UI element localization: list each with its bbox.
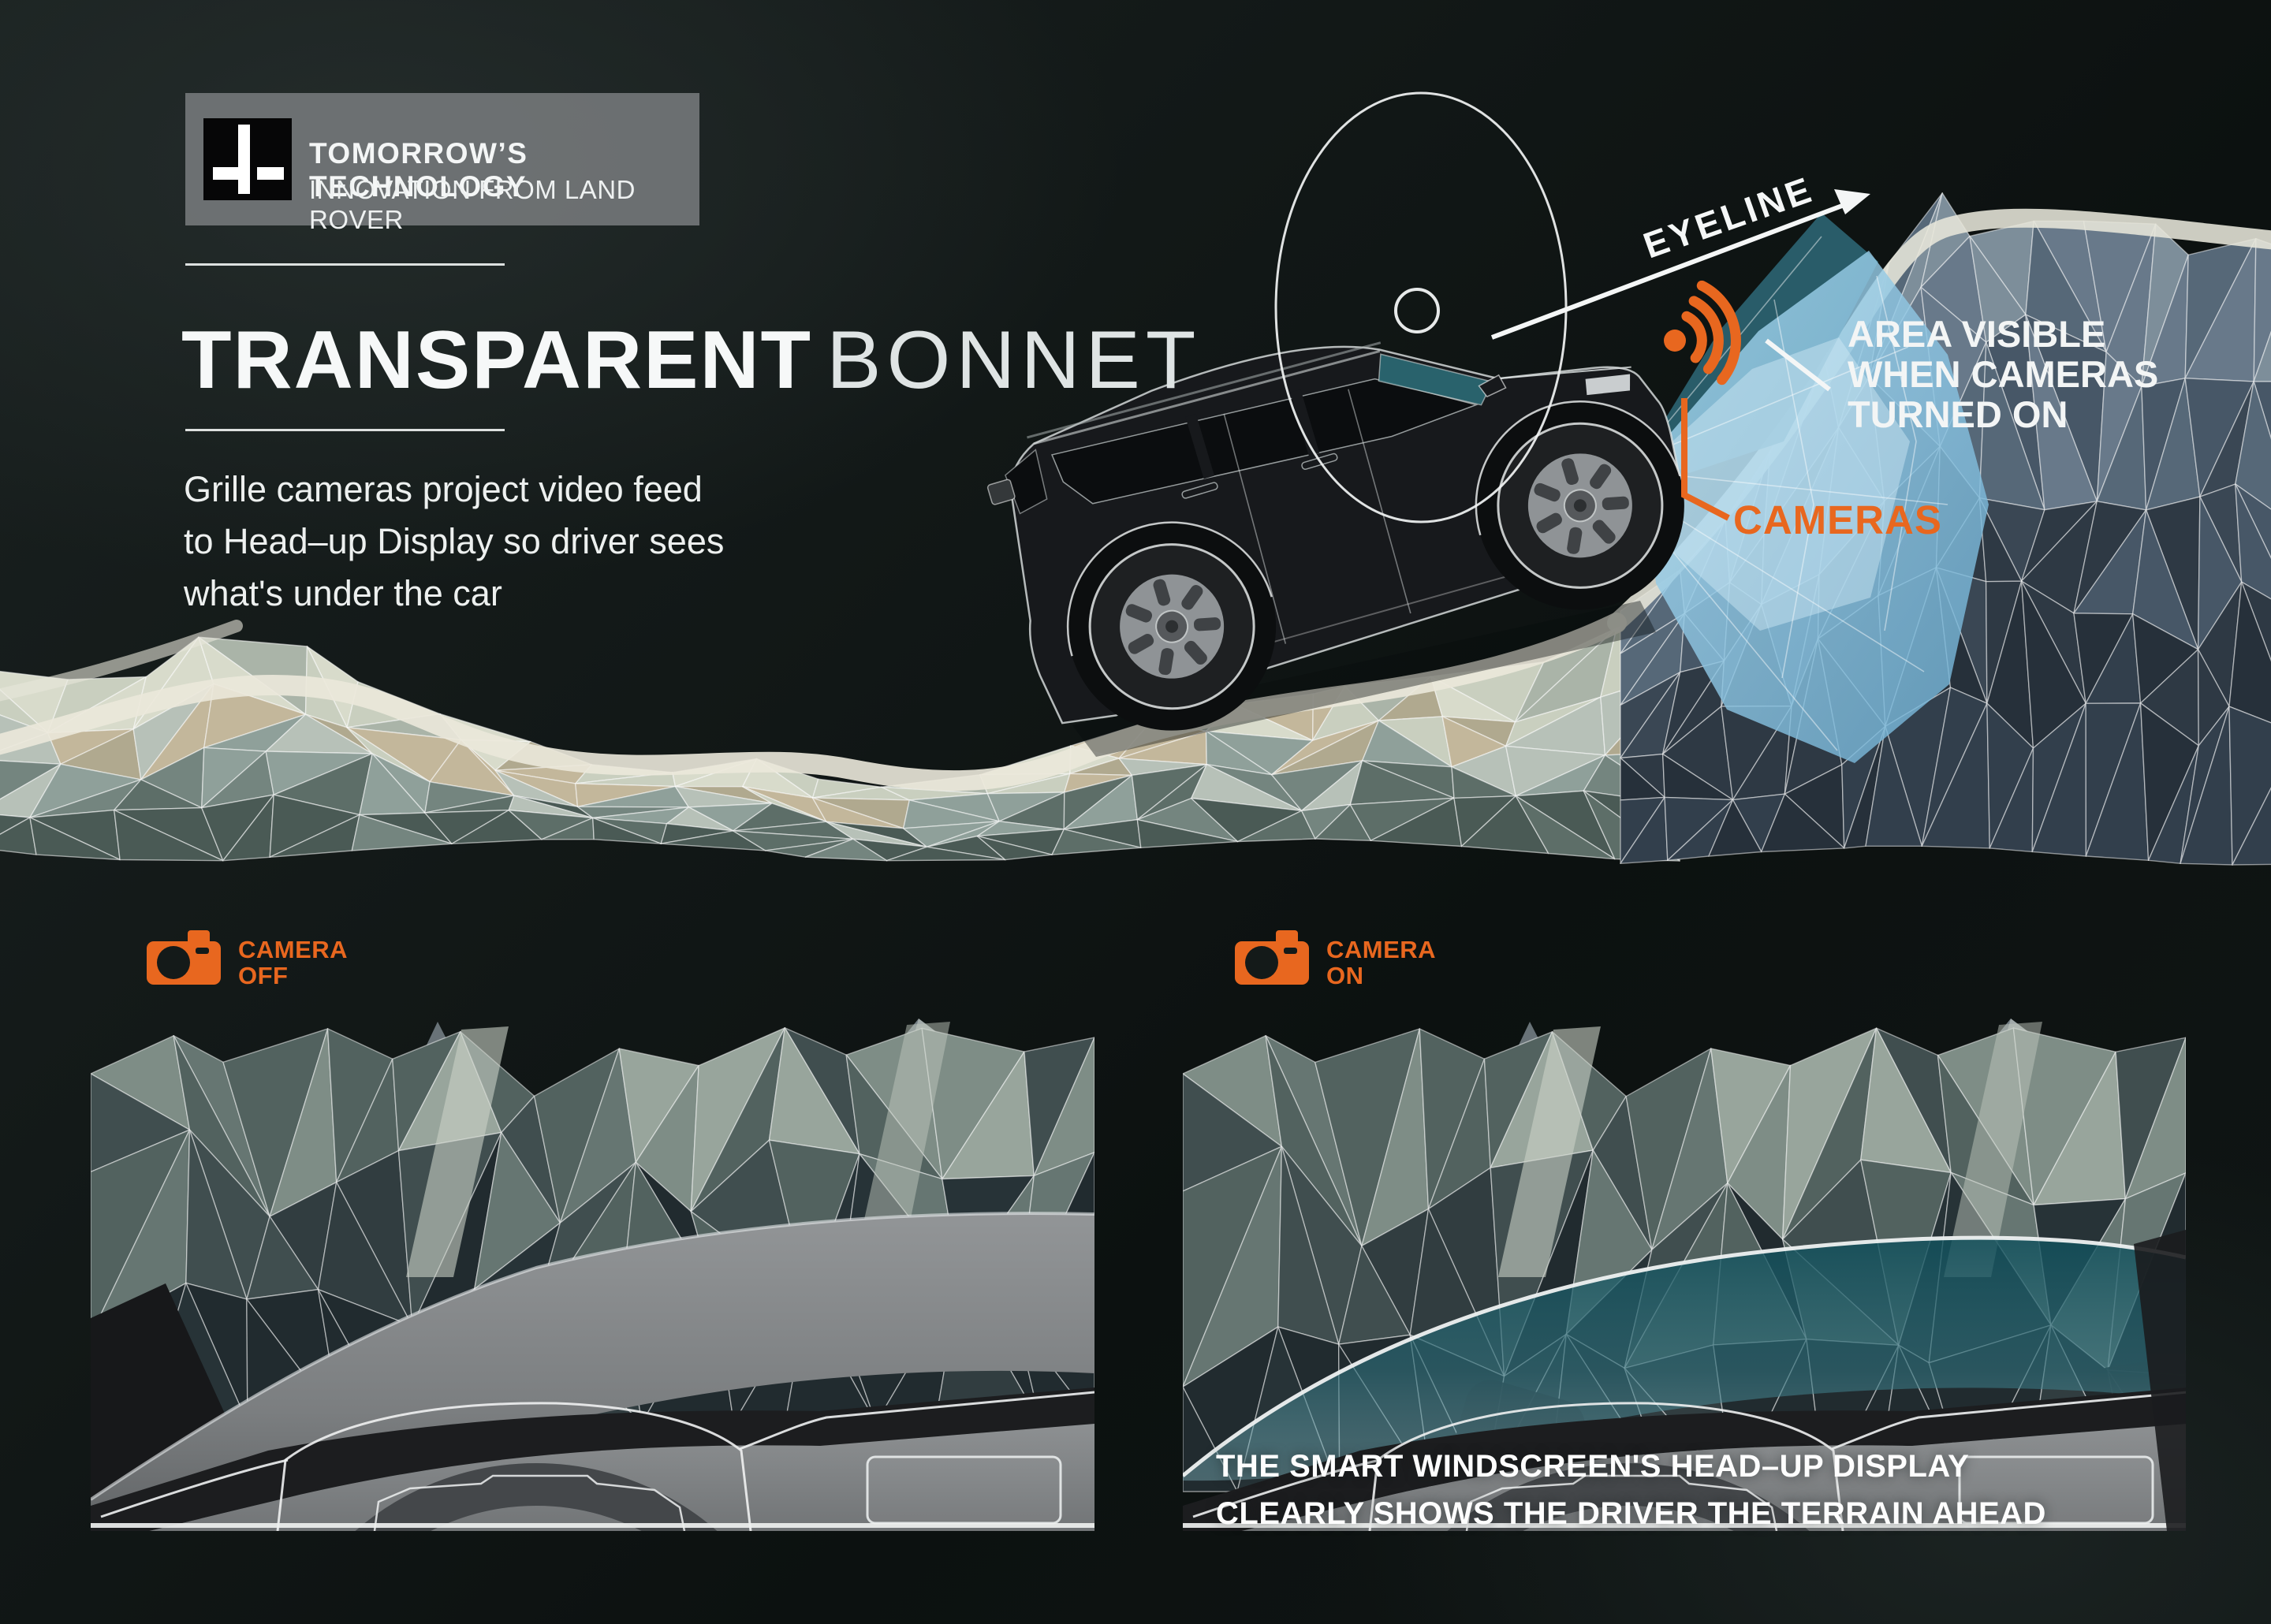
suv-illustration [986, 341, 1684, 731]
hud-caption-line: THE SMART WINDSCREEN'S HEAD–UP DISPLAY [1216, 1449, 1970, 1484]
area-visible-label: AREA VISIBLE WHEN CAMERAS TURNED ON [1848, 314, 2158, 434]
eyeline-arrow [1490, 189, 1870, 340]
camera-off-line: CAMERA [238, 936, 349, 963]
camera-off-line: OFF [238, 962, 289, 989]
panel-camera-on [1183, 1019, 2186, 1531]
driver-eye-circle [1394, 288, 1440, 333]
camera-on-line: ON [1326, 962, 1364, 989]
hud-caption-line: CLEARLY SHOWS THE DRIVER THE TERRAIN AHE… [1216, 1496, 2046, 1531]
area-visible-line: TURNED ON [1848, 393, 2068, 435]
camera-signal-icon [1664, 280, 1741, 386]
panel-camera-off [91, 1019, 1094, 1531]
camera-off-label: CAMERA OFF [238, 937, 348, 989]
camera-on-line: CAMERA [1326, 936, 1437, 963]
wheel [1088, 543, 1255, 710]
description-line: what's under the car [184, 573, 502, 613]
description-line: to Head–up Display so driver sees [184, 521, 725, 561]
camera-on-icon [1235, 930, 1309, 985]
right-pillar-shadow [2134, 1230, 2186, 1531]
brand-badge: TOMORROW’S TECHNOLOGY INNOVATION FROM LA… [185, 93, 699, 234]
terrain-upper-left [0, 605, 1680, 862]
divider-line-bottom [185, 429, 505, 431]
camera-visibility-cone [1644, 213, 1989, 763]
area-visible-line: AREA VISIBLE [1848, 313, 2106, 355]
panel-terrain-streaks [406, 1022, 950, 1277]
title-light: BONNET [826, 315, 1202, 406]
title-bold: TRANSPARENT [181, 315, 813, 406]
hud-caption: THE SMART WINDSCREEN'S HEAD–UP DISPLAY C… [1216, 1443, 2046, 1537]
area-visible-pointer-line [1765, 338, 1831, 392]
dashboard [91, 1387, 1094, 1531]
transparent-bonnet-hud [1183, 1238, 2186, 1481]
divider-line-top [185, 263, 505, 266]
description-paragraph: Grille cameras project video feed to Hea… [184, 464, 724, 620]
cameras-label: CAMERAS [1733, 497, 1942, 542]
land-rover-plus-icon [203, 118, 292, 200]
cameras-connector-line [1681, 398, 1730, 521]
description-line: Grille cameras project video feed [184, 469, 703, 509]
camera-off-icon [147, 930, 221, 985]
badge-subtitle: INNOVATION FROM LAND ROVER [309, 175, 636, 234]
area-visible-line: WHEN CAMERAS [1848, 353, 2159, 395]
badge-title: TOMORROW’S TECHNOLOGY [309, 137, 528, 203]
camera-on-label: CAMERA ON [1326, 937, 1436, 989]
